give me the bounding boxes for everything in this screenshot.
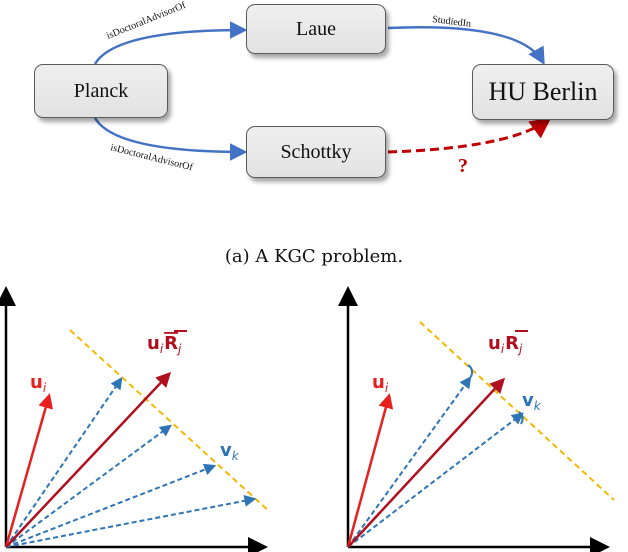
vector-v-left-3 [5,463,217,548]
vector-v-right-1 [347,376,472,548]
node-laue: Laue [246,4,386,54]
margin-tick-right-1 [467,364,473,378]
node-schottky-label: Schottky [280,140,352,163]
edge-schottky-hu [387,117,552,154]
label-u-left: ui [30,372,47,395]
vector-plot-right: ui uiRj vk [338,286,615,552]
label-v-left: vk [220,440,240,463]
label-uR-left: uiRj [147,333,182,356]
label-u-right: ui [372,372,389,395]
edge-label-planck-schottky: isDoctoralAdvisorOf [109,142,194,173]
vector-v-left-4 [5,494,257,548]
label-uR-right: uiRj [488,333,523,356]
vector-u-left [4,393,53,548]
vector-uR-right [347,377,506,548]
figure-caption: (a) A KGC problem. [224,246,404,267]
vector-u-right [346,393,394,548]
vector-plot-left: ui uiRj vk [0,286,271,552]
hyperplane-left [69,329,271,513]
edge-label-planck-laue: isDoctoralAdvisorOf [105,0,188,42]
edge-laue-hu [387,25,545,66]
vector-uR-left [5,371,172,548]
node-laue-label: Laue [296,17,336,40]
node-schottky: Schottky [246,126,386,178]
vector-v-right-2 [347,412,524,548]
edge-planck-schottky [93,117,248,161]
edge-label-laue-hu: StudiedIn [432,14,472,30]
hyperplane-right [419,321,615,501]
node-hu-berlin-label: HU Berlin [488,77,598,106]
vector-v-left-2 [5,424,172,548]
vector-v-left-1 [5,377,123,548]
node-hu-berlin: HU Berlin [472,64,614,120]
edge-planck-laue [93,21,248,65]
margin-tick-right-2 [518,411,524,425]
edge-label-schottky-hu: ? [458,155,468,177]
label-v-right: vk [522,390,542,413]
node-planck: Planck [34,64,168,118]
node-planck-label: Planck [73,79,129,102]
